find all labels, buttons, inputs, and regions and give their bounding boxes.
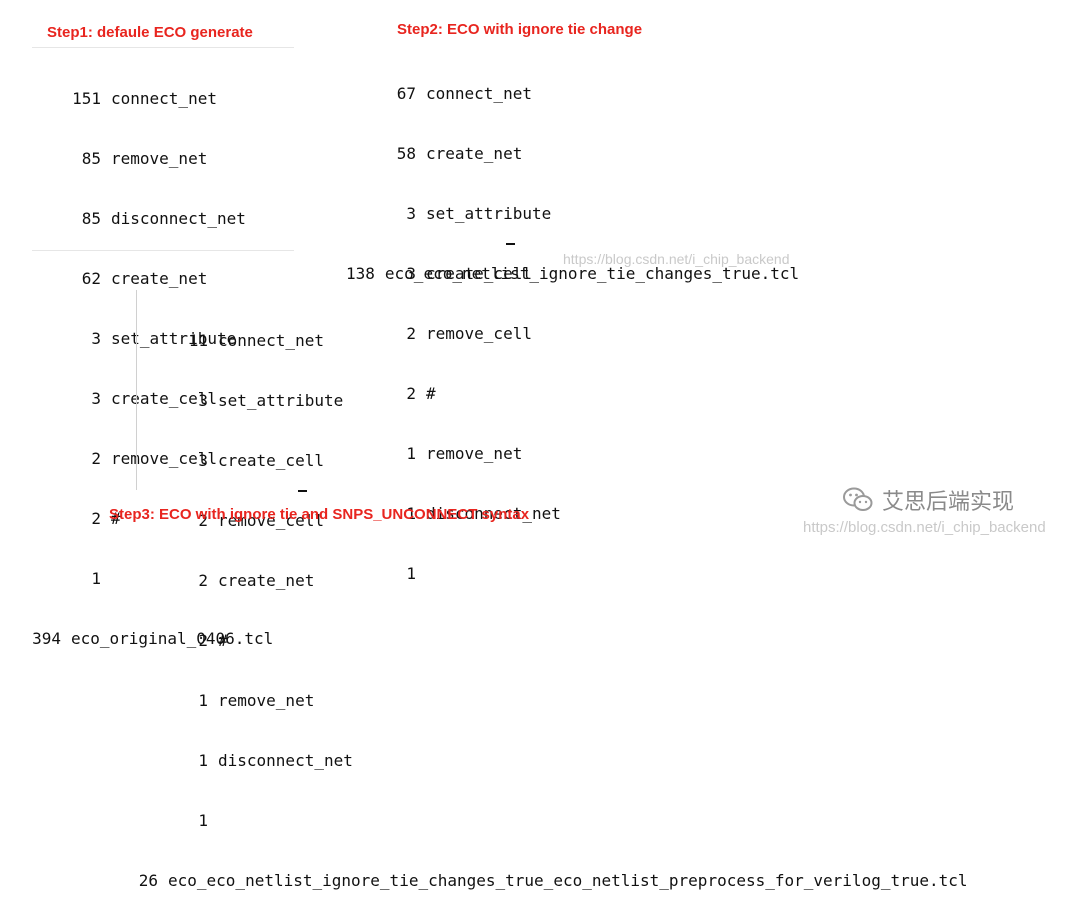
count: 2 — [406, 384, 416, 403]
count: 3 — [91, 389, 101, 408]
command: remove_net — [218, 691, 315, 710]
text-cursor — [298, 490, 307, 492]
count: 67 — [396, 84, 416, 103]
command: connect_net — [111, 89, 217, 108]
command: remove_cell — [218, 511, 324, 530]
command: # — [218, 631, 228, 650]
list-item: 3 create_cell — [396, 264, 561, 284]
command: create_net — [426, 144, 523, 163]
list-item: 1 — [138, 811, 968, 831]
watermark-url: https://blog.csdn.net/i_chip_backend — [803, 519, 1046, 536]
list-item: 2# — [138, 631, 968, 651]
total-count: 394 — [32, 629, 61, 648]
count: 2 — [91, 509, 101, 528]
command: remove_net — [426, 444, 523, 463]
file-name: eco_eco_netlist_ignore_tie_changes_true.… — [384, 264, 800, 283]
command: create_cell — [111, 389, 217, 408]
count: 1 — [406, 444, 416, 463]
step1-title: Step1: defaule ECO generate — [47, 24, 253, 41]
list-item: 2 remove_cell — [396, 324, 561, 344]
step1-top-divider — [32, 47, 294, 48]
count: 1 — [91, 569, 101, 588]
count: 58 — [396, 144, 416, 163]
count: 85 — [81, 149, 101, 168]
list-item: 2 create_net — [138, 571, 968, 591]
count: 62 — [81, 269, 101, 288]
command — [101, 569, 111, 589]
command: remove_cell — [426, 324, 532, 343]
list-item: 1 disconnect_net — [396, 504, 561, 524]
count: 3 — [198, 391, 208, 410]
count: 3 — [198, 451, 208, 470]
wechat-icon — [843, 487, 873, 511]
list-item: 11 connect_net — [138, 331, 968, 351]
total-row: 26 eco_eco_netlist_ignore_tie_changes_tru… — [138, 871, 968, 891]
list-item: 151 connect_net — [32, 89, 273, 109]
list-item: 1 remove_net — [138, 691, 968, 711]
command: create_net — [218, 571, 315, 590]
total-count: 26 — [138, 871, 158, 890]
count: 2 — [198, 571, 208, 590]
file-name: eco_eco_netlist_ignore_tie_changes_true_… — [168, 871, 968, 890]
command: create_cell — [426, 264, 532, 283]
step2-total-row: 138 eco_eco_netlist_ignore_tie_changes_tr… — [346, 224, 799, 304]
brand-name: 艾思后端实现 — [882, 490, 1015, 515]
step3-title: Step3: ECO with ignore tie and SNPS_UNCO… — [109, 506, 530, 523]
list-item: 1 remove_net — [396, 444, 561, 464]
command: create_cell — [218, 451, 324, 470]
count: 2 — [406, 324, 416, 343]
command: remove_cell — [111, 449, 217, 468]
count: 2 — [198, 511, 208, 530]
count: 151 — [72, 89, 101, 108]
count: 3 — [91, 329, 101, 348]
command: set_attribute — [218, 391, 344, 410]
list-item: 85 disconnect_net — [32, 209, 273, 229]
list-item: 3 set_attribute — [32, 329, 273, 349]
list-item: 3 set_attribute — [138, 391, 968, 411]
command: set_attribute — [111, 329, 237, 348]
command: # — [111, 509, 121, 528]
list-item: 3 create_cell — [138, 451, 968, 471]
step2-title: Step2: ECO with ignore tie change — [397, 21, 643, 38]
command: disconnect_net — [218, 751, 353, 770]
command: set_attribute — [426, 204, 552, 223]
watermark-url: https://blog.csdn.net/i_chip_backend — [563, 251, 790, 267]
list-item: 58 create_net — [396, 144, 561, 164]
list-item: 1 disconnect_net — [138, 751, 968, 771]
step2-count-list: 67 connect_net 58 create_net 3 set_attribut… — [396, 44, 561, 604]
command: create_net — [111, 269, 208, 288]
command: disconnect_net — [111, 209, 246, 228]
text-cursor — [506, 243, 515, 245]
count: 2 — [198, 631, 208, 650]
count: 1 — [406, 504, 416, 523]
list-item: 67 connect_net — [396, 84, 561, 104]
list-item: 2# — [396, 384, 561, 404]
step3-left-border — [136, 290, 137, 490]
count: 1 — [198, 811, 208, 830]
brand-logo: 艾思后端实现 — [842, 484, 1014, 516]
count: 3 — [406, 264, 416, 283]
count: 85 — [81, 209, 101, 228]
count: 11 — [188, 331, 208, 350]
count: 1 — [198, 751, 208, 770]
count: 1 — [198, 691, 208, 710]
list-item: 2 remove_cell — [138, 511, 968, 531]
list-item: 3 set_attribute — [396, 204, 561, 224]
command: connect_net — [426, 84, 532, 103]
total-count: 138 — [346, 264, 375, 283]
list-item: 2 remove_cell — [32, 449, 273, 469]
count: 3 — [406, 204, 416, 223]
command: # — [426, 384, 436, 403]
command — [208, 811, 218, 831]
command: disconnect_net — [426, 504, 561, 523]
step1-bottom-divider — [32, 250, 294, 251]
list-item: 85 remove_net — [32, 149, 273, 169]
list-item: 2# — [32, 509, 273, 529]
command: remove_net — [111, 149, 208, 168]
list-item: 62 create_net — [32, 269, 273, 289]
count: 2 — [91, 449, 101, 468]
command: connect_net — [218, 331, 324, 350]
